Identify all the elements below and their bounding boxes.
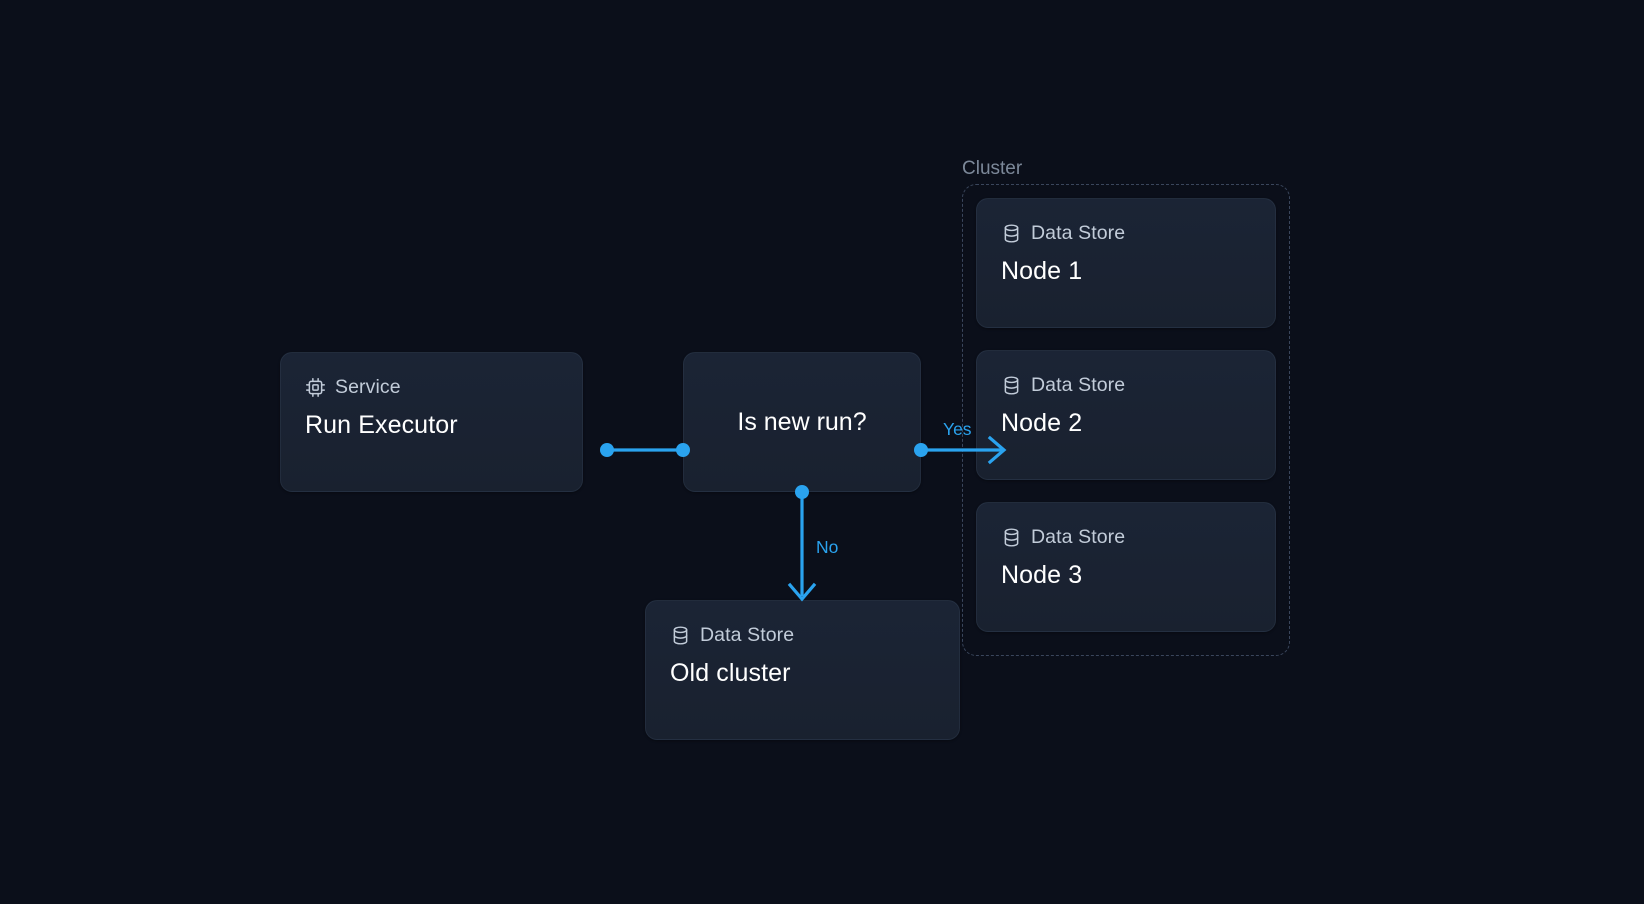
node-title: Old cluster bbox=[670, 659, 791, 687]
node-type-label: Data Store bbox=[1031, 222, 1126, 244]
node-card-decision[interactable]: Is new run? bbox=[683, 352, 921, 492]
node-title: Node 3 bbox=[1001, 561, 1083, 589]
node-type-label: Data Store bbox=[1031, 374, 1126, 396]
database-icon bbox=[1001, 527, 1022, 548]
decision-label: Is new run? bbox=[737, 408, 867, 436]
database-icon bbox=[670, 625, 691, 646]
node-type-label: Data Store bbox=[700, 624, 795, 646]
edge-service-to-decision[interactable] bbox=[600, 443, 690, 457]
node-type-label: Data Store bbox=[1031, 526, 1126, 548]
database-icon bbox=[1001, 375, 1022, 396]
node-content: Data Store Old cluster bbox=[646, 601, 959, 688]
cluster-label: Cluster bbox=[962, 158, 1023, 179]
node-card-old-cluster[interactable]: Data Store Old cluster bbox=[645, 600, 960, 740]
node-content: Data Store Node 2 bbox=[977, 351, 1275, 438]
node-card-node-2[interactable]: Data Store Node 2 bbox=[976, 350, 1276, 480]
node-type-row: Service bbox=[305, 375, 558, 399]
node-type-row: Data Store bbox=[1001, 525, 1251, 549]
node-content: Data Store Node 1 bbox=[977, 199, 1275, 286]
node-title: Node 1 bbox=[1001, 257, 1083, 285]
cpu-icon bbox=[305, 377, 326, 398]
edge-label-no: No bbox=[816, 537, 839, 557]
edge-handle-dot[interactable] bbox=[600, 443, 614, 457]
node-card-node-1[interactable]: Data Store Node 1 bbox=[976, 198, 1276, 328]
edge-label-yes: Yes bbox=[943, 419, 972, 439]
node-card-node-3[interactable]: Data Store Node 3 bbox=[976, 502, 1276, 632]
node-type-label: Service bbox=[335, 376, 401, 398]
node-content: Service Run Executor bbox=[281, 353, 582, 440]
node-type-row: Data Store bbox=[1001, 373, 1251, 397]
edge-decision-to-old-cluster[interactable] bbox=[787, 485, 817, 602]
node-card-run-executor[interactable]: Service Run Executor bbox=[280, 352, 583, 492]
node-type-row: Data Store bbox=[1001, 221, 1251, 245]
database-icon bbox=[1001, 223, 1022, 244]
node-content: Data Store Node 3 bbox=[977, 503, 1275, 590]
node-title: Run Executor bbox=[305, 411, 458, 439]
node-type-row: Data Store bbox=[670, 623, 935, 647]
node-title: Node 2 bbox=[1001, 409, 1083, 437]
cluster-group[interactable] bbox=[962, 184, 1290, 656]
